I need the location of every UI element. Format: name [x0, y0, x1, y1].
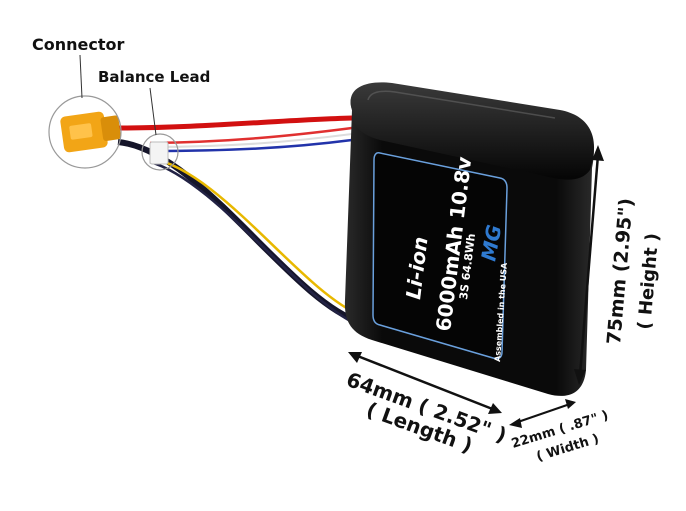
battery-label: Li-ion 6000mAh 10.8v 3S 64.8Wh Assembled… — [372, 152, 509, 362]
connector-highlight-circle — [48, 95, 122, 169]
connector-callout-line — [79, 54, 83, 99]
height-value: 75mm (2.95") — [603, 197, 638, 345]
width-dimension: 22mm ( .87" ) ( Width ) — [509, 399, 610, 465]
balance-lead-callout: Balance Lead — [98, 68, 210, 86]
balance-lead-callout-line — [149, 87, 157, 136]
xt60-connector — [60, 111, 121, 153]
connector-callout: Connector — [32, 35, 124, 54]
balance-lead-highlight-circle — [141, 133, 179, 171]
height-label: ( Height ) — [634, 232, 663, 330]
balance-plug — [149, 141, 169, 165]
